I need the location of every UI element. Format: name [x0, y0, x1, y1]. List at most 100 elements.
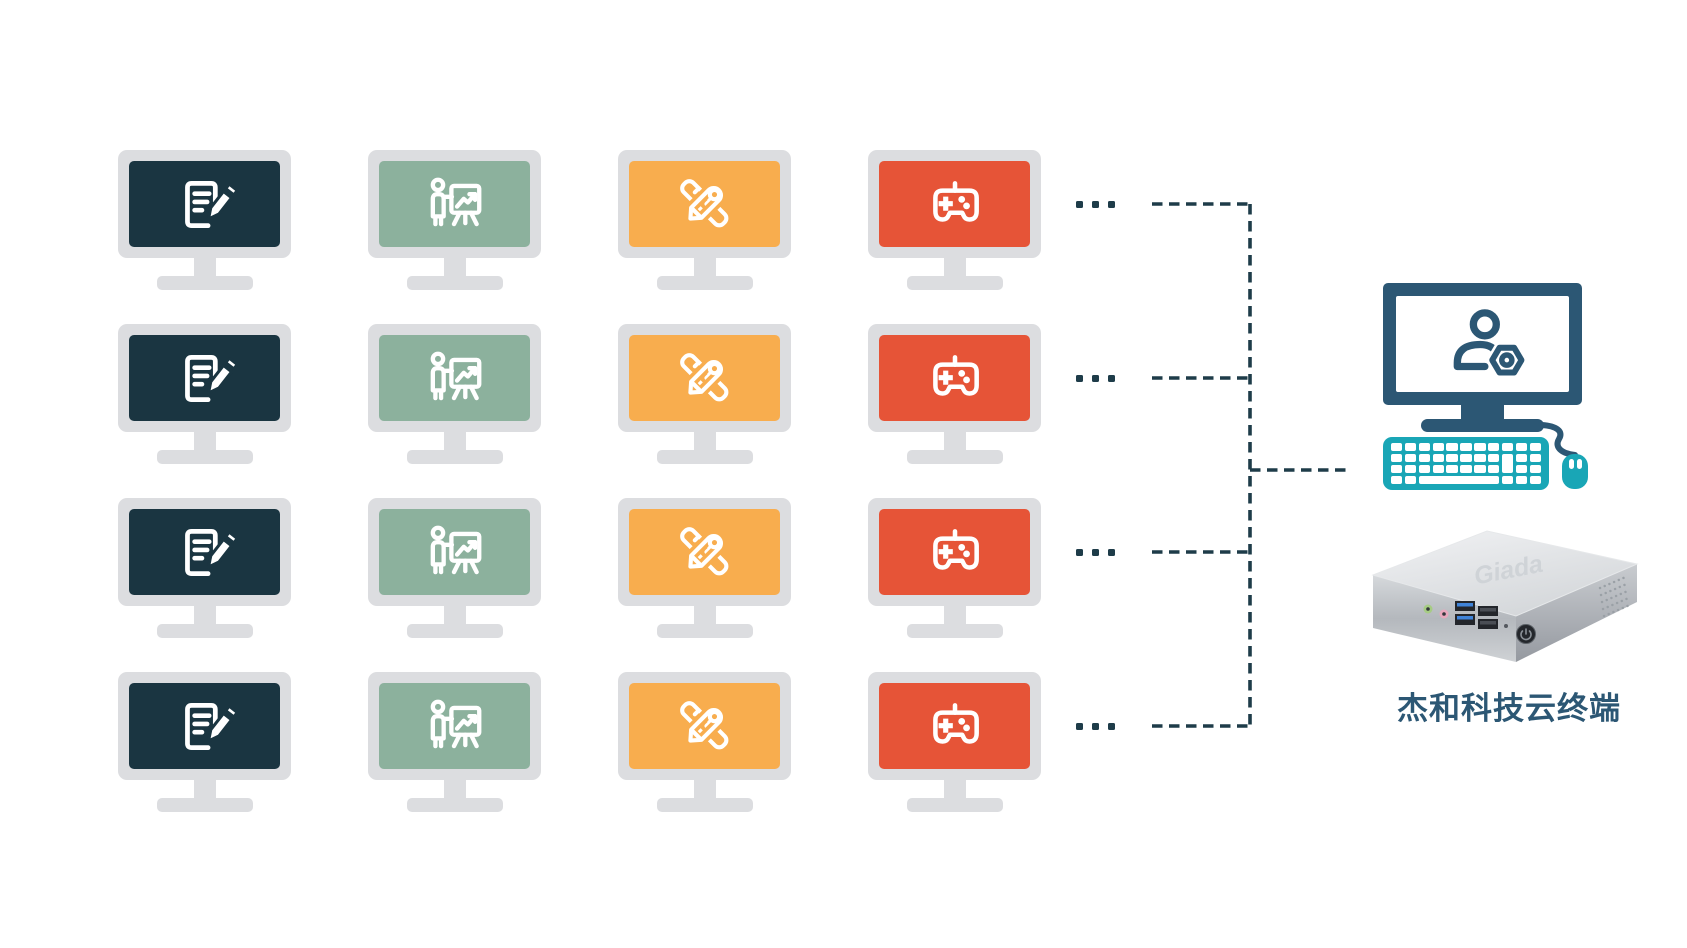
monitor-stand-neck — [443, 778, 466, 802]
mouse-button — [1568, 459, 1574, 469]
monitor-stand-base — [406, 624, 503, 638]
workstation-monitor-office-documents-row1 — [118, 150, 291, 290]
workstation-monitor-office-documents-row4 — [118, 672, 291, 812]
keyboard-key — [1460, 464, 1472, 474]
monitor-stand-neck — [943, 256, 966, 280]
monitor-bezel — [368, 498, 541, 606]
monitor-bezel — [368, 150, 541, 258]
keyboard-key — [1529, 443, 1541, 452]
workstation-monitor-design-row3 — [618, 498, 791, 638]
keyboard-key — [1515, 475, 1528, 484]
monitor-bezel — [868, 150, 1041, 258]
workstation-monitor-gaming-row3 — [868, 498, 1041, 638]
keyboard-key — [1488, 443, 1500, 452]
monitor-bezel — [118, 672, 291, 780]
ellipsis-dots — [1076, 374, 1115, 382]
monitor-bezel — [368, 672, 541, 780]
monitor-stand-neck — [193, 430, 216, 454]
monitor-stand-base — [656, 624, 753, 638]
document-edit-icon — [172, 523, 238, 581]
keyboard-key — [1460, 453, 1472, 463]
monitor-bezel — [618, 498, 791, 606]
monitor-stand-neck — [443, 256, 466, 280]
usb3-ports — [1455, 601, 1475, 625]
workstation-monitor-design-row4 — [618, 672, 791, 812]
monitor-stand-base — [906, 798, 1003, 812]
monitor-stand-base — [906, 624, 1003, 638]
usb2-ports — [1478, 606, 1498, 629]
presentation-chart-icon — [422, 523, 488, 581]
power-button — [1516, 624, 1536, 644]
keyboard-key — [1474, 464, 1486, 474]
keyboard-key — [1529, 464, 1541, 474]
monitor-screen — [629, 509, 780, 595]
monitor-screen — [879, 335, 1030, 421]
keyboard-key — [1432, 443, 1444, 452]
ruler-pencil-icon — [672, 175, 738, 233]
monitor-screen — [629, 683, 780, 769]
monitor-bezel — [868, 324, 1041, 432]
monitor-screen — [879, 683, 1030, 769]
keyboard-key — [1432, 453, 1444, 463]
terminal-label: 杰和科技云终端 — [1397, 691, 1621, 726]
keyboard-key — [1501, 475, 1514, 484]
reset-pinhole — [1504, 624, 1508, 628]
monitor-stand-neck — [943, 778, 966, 802]
monitor-screen — [879, 161, 1030, 247]
keyboard-key — [1391, 475, 1403, 484]
keyboard-key — [1474, 443, 1486, 452]
monitor-stand-base — [156, 798, 253, 812]
document-edit-icon — [172, 175, 238, 233]
workstation-monitor-gaming-row2 — [868, 324, 1041, 464]
monitor-stand-neck — [193, 604, 216, 628]
monitor-stand-neck — [943, 430, 966, 454]
terminal-monitor — [1383, 283, 1582, 405]
keyboard-key — [1446, 443, 1458, 452]
monitor-bezel — [618, 324, 791, 432]
keyboard-key — [1501, 453, 1514, 474]
workstation-monitor-design-row2 — [618, 324, 791, 464]
monitor-stand-neck — [693, 430, 716, 454]
monitor-screen — [129, 683, 280, 769]
device-front-face — [1373, 575, 1516, 662]
terminal-screen — [1396, 296, 1569, 392]
ellipsis-dots — [1076, 548, 1115, 556]
workstation-monitor-presentation-row3 — [368, 498, 541, 638]
gamepad-icon — [922, 175, 988, 233]
monitor-screen — [129, 335, 280, 421]
keyboard-key — [1391, 464, 1403, 474]
monitor-screen — [379, 509, 530, 595]
workstation-monitor-office-documents-row2 — [118, 324, 291, 464]
monitor-bezel — [118, 324, 291, 432]
vent-holes — [1598, 574, 1634, 618]
ruler-pencil-icon — [672, 697, 738, 755]
terminal-keyboard — [1383, 437, 1549, 490]
monitor-screen — [879, 509, 1030, 595]
monitor-bezel — [618, 672, 791, 780]
monitor-stand-neck — [193, 778, 216, 802]
monitor-bezel — [868, 672, 1041, 780]
monitor-stand-base — [406, 276, 503, 290]
gamepad-icon — [922, 349, 988, 407]
device-right-face — [1516, 564, 1637, 662]
gamepad-icon — [922, 697, 988, 755]
terminal-stand-base — [1421, 419, 1544, 432]
keyboard-key — [1391, 453, 1403, 463]
monitor-bezel — [368, 324, 541, 432]
workstation-monitor-presentation-row2 — [368, 324, 541, 464]
workstation-monitor-design-row1 — [618, 150, 791, 290]
keyboard-key — [1418, 443, 1431, 452]
monitor-stand-neck — [693, 256, 716, 280]
ruler-pencil-icon — [672, 349, 738, 407]
presentation-chart-icon — [422, 175, 488, 233]
ellipsis-dots — [1076, 722, 1115, 730]
mouse-button — [1576, 459, 1582, 469]
user-gear-icon — [1439, 306, 1527, 383]
monitor-stand-base — [406, 798, 503, 812]
monitor-stand-neck — [693, 778, 716, 802]
keyboard-key — [1446, 464, 1458, 474]
keyboard-key — [1404, 475, 1417, 484]
monitor-stand-neck — [443, 430, 466, 454]
monitor-bezel — [118, 150, 291, 258]
keyboard-key — [1488, 453, 1500, 463]
